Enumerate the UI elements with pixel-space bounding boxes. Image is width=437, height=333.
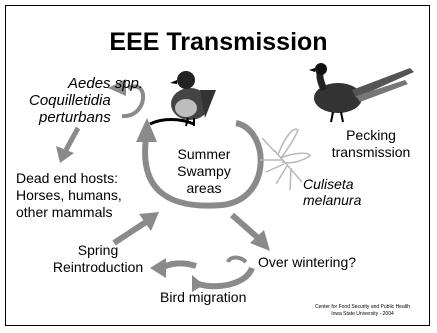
culiseta-label-line1: Culiseta [303,176,354,193]
reintroduction-arrow [114,212,159,243]
spring-label-line1: Spring [48,242,148,259]
robin-bird-icon [150,71,216,126]
center-label-line2: Swampy [172,163,236,180]
spring-label-line2: Reintroduction [48,259,148,276]
pecking-label-line1: Pecking [331,127,411,144]
over-wintering-label: Over wintering? [258,254,356,271]
pheasant-icon [309,63,414,122]
culiseta-label-line2: melanura [303,192,361,209]
slide-title: EEE Transmission [0,28,437,57]
dead-end-hosts-line1: Dead end hosts: [16,170,118,187]
pecking-label-line2: transmission [331,144,411,161]
dead-end-arrow [56,128,78,163]
credit-line2: Iowa State University - 2004 [300,311,425,318]
vector-species-line1: Aedes spp. [68,75,138,93]
center-label-line3: areas [172,180,236,197]
center-label-line1: Summer [172,146,236,163]
vector-species-line3: perturbans [39,109,111,127]
bird-migration-loop-arrow [150,258,252,293]
credit-line1: Center for Food Security and Public Heal… [300,304,425,311]
dead-end-hosts-line3: other mammals [16,204,112,221]
bird-migration-label: Bird migration [160,289,246,306]
over-wintering-arrow [232,215,270,251]
vector-species-line2: Coquilletidia [29,92,111,110]
dead-end-hosts-line2: Horses, humans, [16,187,122,204]
